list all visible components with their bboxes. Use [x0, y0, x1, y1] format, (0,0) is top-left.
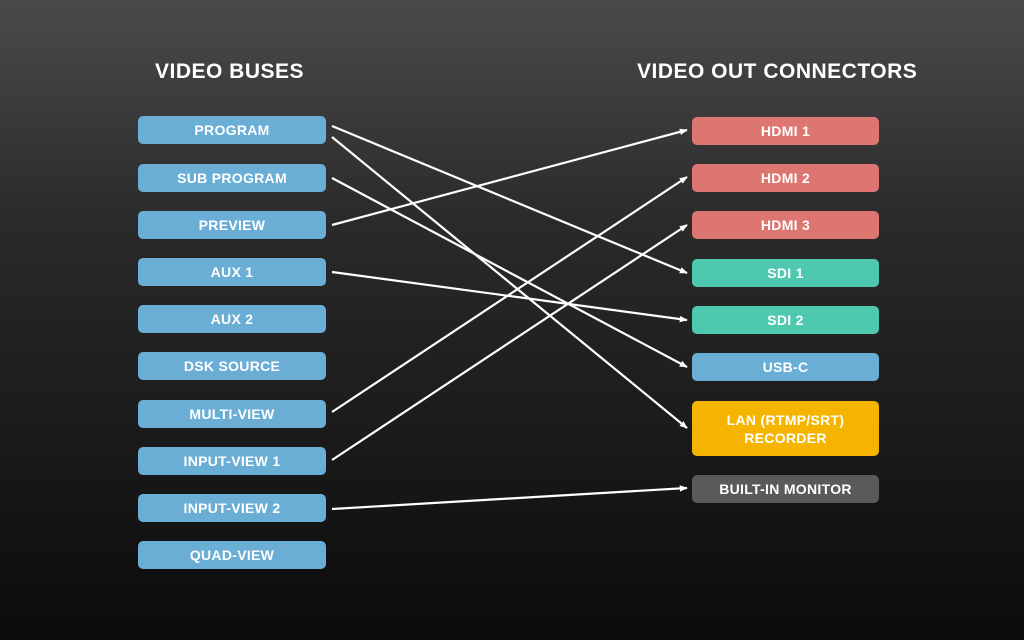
bus-multi-view[interactable]: MULTI-VIEW [138, 400, 326, 428]
output-label: HDMI 3 [760, 217, 811, 233]
output-label: USB-C [762, 359, 809, 375]
bus-label: PREVIEW [198, 217, 266, 233]
bus-input-view-2[interactable]: INPUT-VIEW 2 [138, 494, 326, 522]
bus-label: INPUT-VIEW 1 [183, 453, 281, 469]
output-label: LAN (RTMP/SRT) RECORDER [726, 411, 845, 446]
bus-input-view-1[interactable]: INPUT-VIEW 1 [138, 447, 326, 475]
connection-arrow [331, 176, 688, 413]
bus-label: QUAD-VIEW [189, 547, 275, 563]
bus-label: SUB PROGRAM [177, 170, 287, 186]
output-hdmi-2[interactable]: HDMI 2 [692, 164, 879, 192]
bus-label: MULTI-VIEW [189, 406, 275, 422]
bus-preview[interactable]: PREVIEW [138, 211, 326, 239]
video-buses-heading: VIDEO BUSES [155, 60, 305, 83]
output-label: HDMI 2 [760, 170, 811, 186]
video-out-connectors-heading: VIDEO OUT CONNECTORS [637, 60, 918, 83]
output-hdmi-3[interactable]: HDMI 3 [692, 211, 879, 239]
connection-arrow [331, 224, 688, 461]
output-label: HDMI 1 [760, 123, 811, 139]
connection-arrow [331, 124, 688, 275]
bus-label: AUX 2 [210, 311, 254, 327]
output-hdmi-1[interactable]: HDMI 1 [692, 117, 879, 145]
bus-dsk-source[interactable]: DSK SOURCE [138, 352, 326, 380]
bus-program[interactable]: PROGRAM [138, 116, 326, 144]
bus-quad-view[interactable]: QUAD-VIEW [138, 541, 326, 569]
output-built-in-monitor[interactable]: BUILT-IN MONITOR [692, 475, 879, 503]
bus-label: DSK SOURCE [183, 358, 281, 374]
output-lan-recorder[interactable]: LAN (RTMP/SRT) RECORDER [692, 401, 879, 456]
output-label: BUILT-IN MONITOR [719, 481, 852, 497]
output-sdi-2[interactable]: SDI 2 [692, 306, 879, 334]
connection-arrow [331, 270, 688, 323]
bus-sub-program[interactable]: SUB PROGRAM [138, 164, 326, 192]
connection-arrow [331, 128, 688, 227]
connection-arrow [331, 177, 688, 368]
bus-label: AUX 1 [210, 264, 254, 280]
output-label: SDI 2 [767, 312, 804, 328]
output-usb-c[interactable]: USB-C [692, 353, 879, 381]
bus-aux-1[interactable]: AUX 1 [138, 258, 326, 286]
bus-aux-2[interactable]: AUX 2 [138, 305, 326, 333]
output-label: SDI 1 [767, 265, 804, 281]
connection-arrow [331, 485, 688, 511]
output-sdi-1[interactable]: SDI 1 [692, 259, 879, 287]
connection-arrow [331, 136, 688, 429]
bus-label: PROGRAM [194, 122, 270, 138]
bus-label: INPUT-VIEW 2 [183, 500, 281, 516]
